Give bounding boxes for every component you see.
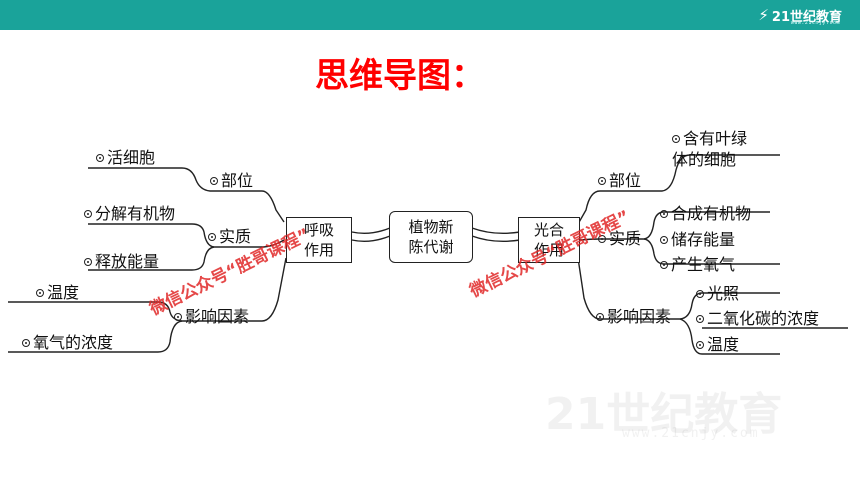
bullet-icon [22, 339, 30, 347]
left-leaf-living-cell: 活细胞 [96, 148, 155, 168]
right-leaf-store-energy: 储存能量 [660, 230, 735, 250]
right-leaf-synthesize: 合成有机物 [660, 204, 751, 224]
right-leaf-temperature: 温度 [696, 335, 739, 355]
bullet-icon [596, 313, 604, 321]
left-leaf-oxygen: 氧气的浓度 [22, 333, 113, 353]
center-links [351, 227, 521, 243]
right-leaf-oxygen: 产生氧气 [660, 255, 735, 275]
runner-icon: ⚡ [758, 6, 769, 24]
bullet-icon [696, 315, 704, 323]
bullet-icon [96, 154, 104, 162]
bullet-icon [660, 261, 668, 269]
bullet-icon [210, 177, 218, 185]
bullet-icon [208, 233, 216, 241]
background-watermark-url: www.21cnjy.com [622, 426, 760, 441]
center-node: 植物新 陈代谢 [389, 211, 473, 263]
bullet-icon [672, 135, 680, 143]
bullet-icon [84, 210, 92, 218]
bullet-icon [696, 290, 704, 298]
bullet-icon [36, 289, 44, 297]
background-watermark: 21世纪教育 [545, 389, 783, 440]
right-leaf-co2: 二氧化碳的浓度 [696, 309, 819, 329]
top-bar: ⚡ 21世纪教育 www.21cnjy.com [0, 0, 860, 30]
right-branch-factors: 影响因素 [596, 307, 671, 327]
bullet-icon [598, 177, 606, 185]
bullet-icon [696, 341, 704, 349]
right-branch-essence: 实质 [598, 229, 641, 249]
bullet-icon [660, 210, 668, 218]
left-branch-factors: 影响因素 [174, 307, 249, 327]
right-leaf-light: 光照 [696, 284, 739, 304]
bullet-icon [84, 258, 92, 266]
left-leaf-decompose: 分解有机物 [84, 204, 175, 224]
bullet-icon [598, 235, 606, 243]
right-leaf-chloroplast-cell: 含有叶绿 体的细胞 [672, 129, 748, 169]
left-branch-essence: 实质 [208, 227, 251, 247]
logo-text: 21世纪教育 [771, 9, 842, 25]
right-branch-location: 部位 [598, 171, 641, 191]
respiration-box: 呼吸 作用 [286, 217, 352, 263]
page-title: 思维导图： [315, 56, 485, 96]
brand-logo: ⚡ 21世纪教育 [758, 4, 842, 26]
bullet-icon [660, 236, 668, 244]
bullet-icon [174, 313, 182, 321]
photosynthesis-box: 光合 作用 [518, 217, 580, 263]
left-leaf-release-energy: 释放能量 [84, 252, 159, 272]
left-leaf-temperature: 温度 [36, 283, 79, 303]
left-branch-location: 部位 [210, 171, 253, 191]
logo-url: www.21cnjy.com [790, 20, 840, 26]
